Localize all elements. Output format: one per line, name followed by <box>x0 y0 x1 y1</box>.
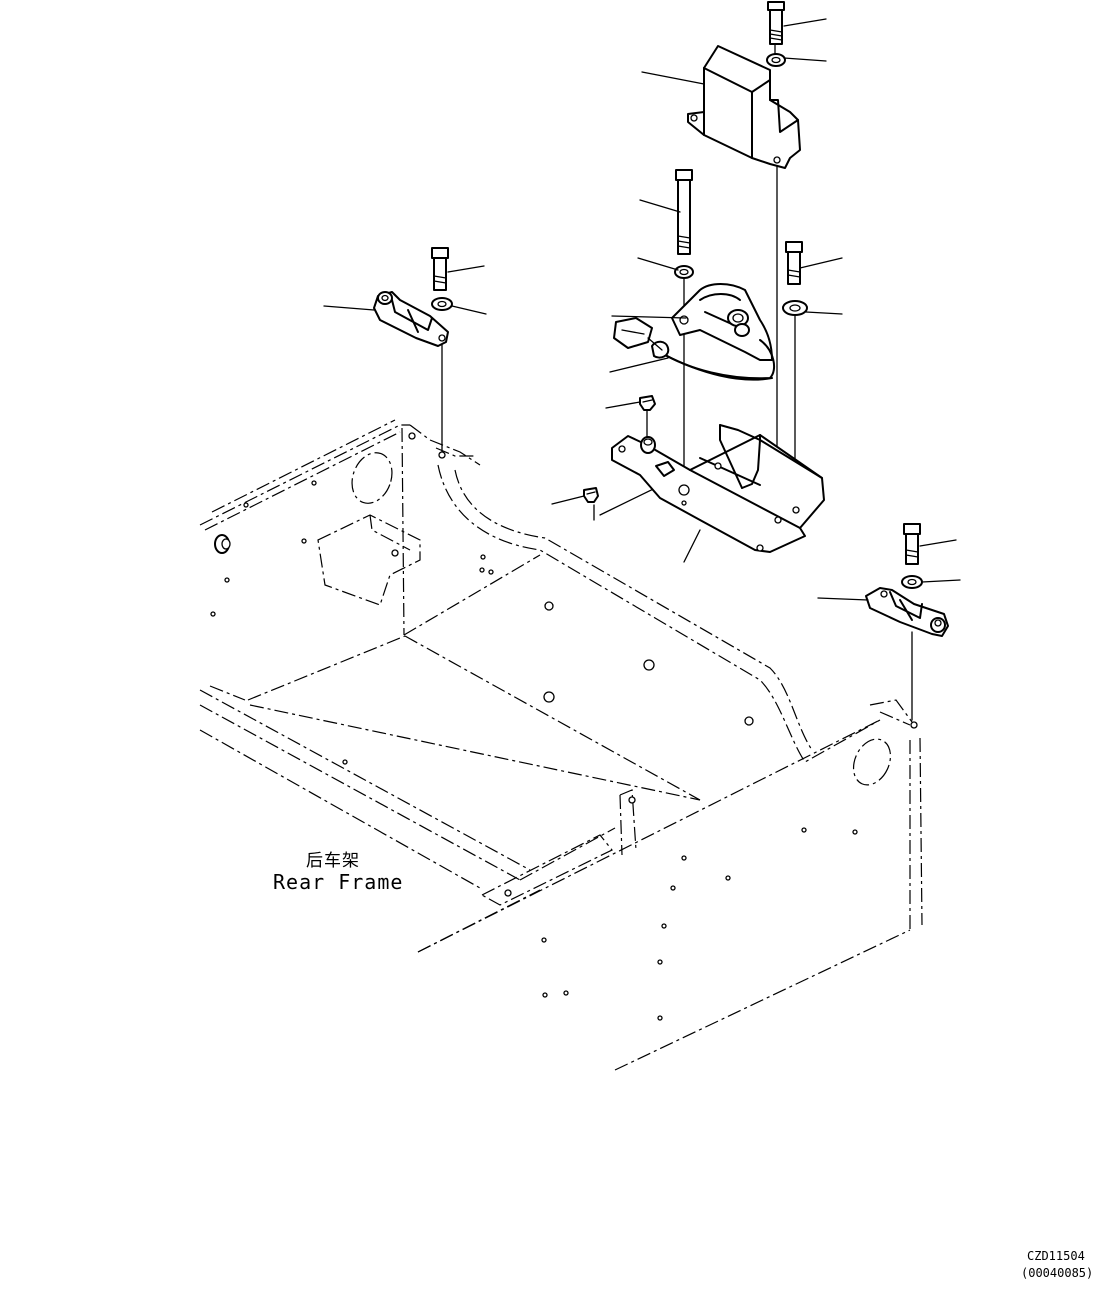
frame-label-english: Rear Frame <box>273 870 404 894</box>
frame-label-chinese: 后车架 <box>306 851 360 871</box>
cover-washer <box>766 53 786 67</box>
clip-lower <box>583 487 599 503</box>
right-washer <box>782 300 808 316</box>
left-foot-bracket <box>373 291 449 347</box>
left-bolt <box>431 247 449 291</box>
clip-upper <box>639 395 656 411</box>
right-foot-bracket <box>865 587 949 637</box>
leader-lines <box>323 18 961 601</box>
mount-bracket <box>611 424 825 553</box>
relay-harness-assembly <box>613 283 776 381</box>
drawing-reference: (00040085) <box>1021 1266 1094 1280</box>
rear-frame <box>199 419 923 1071</box>
right-foot-washer <box>901 575 923 589</box>
long-bolt-washer <box>674 265 694 279</box>
electrical-cover <box>687 45 801 169</box>
alignment-lines <box>441 39 913 721</box>
left-washer <box>431 297 453 311</box>
drawing-code: CZD11504 <box>1027 1249 1085 1263</box>
right-bolt <box>785 241 803 285</box>
long-bolt <box>675 169 693 255</box>
cover-bolt <box>767 1 785 45</box>
right-foot-bolt <box>903 523 921 565</box>
